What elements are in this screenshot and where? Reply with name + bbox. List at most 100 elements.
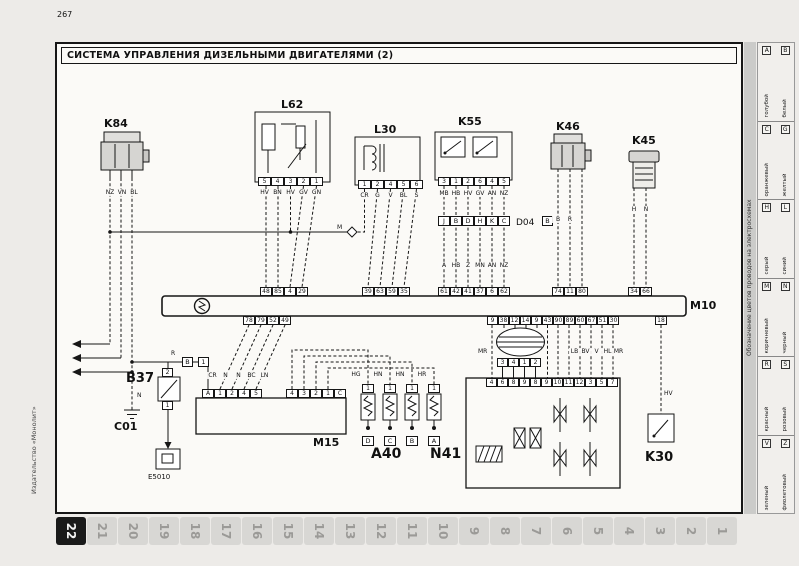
pin-number: 18 <box>655 316 667 325</box>
pin-number: 9 <box>487 316 498 325</box>
color-code: C <box>762 124 772 134</box>
pin-number: 2 <box>297 177 310 186</box>
color-name: голубой <box>763 94 770 118</box>
color-code: L <box>780 203 790 212</box>
pin-number: 74 <box>552 287 564 296</box>
wire-color-label: B <box>552 216 564 223</box>
pin-number: 1 <box>406 384 418 393</box>
pin-number: 4 <box>508 358 519 367</box>
pin-number: 6 <box>486 287 498 296</box>
wire-color-label: AN <box>486 190 498 197</box>
connector-pin: D <box>462 216 474 226</box>
connector-pin: C <box>498 216 510 226</box>
pin-number: 4 <box>486 177 498 186</box>
color-code: N <box>780 281 790 291</box>
pin-number: 6 <box>497 378 508 387</box>
pin-number: 41 <box>462 287 474 296</box>
color-name: красный <box>763 406 770 432</box>
color-name: желтый <box>782 173 789 196</box>
wire-color-label: CR <box>206 372 219 379</box>
pin-number: 1 <box>214 389 226 398</box>
pin-number: 5 <box>397 180 410 189</box>
pin-number: 10 <box>552 378 563 387</box>
wire-color-label: BN <box>271 189 284 196</box>
pin-number: 2 <box>371 180 384 189</box>
pin-number: 42 <box>450 287 462 296</box>
pin-number: 49 <box>279 316 291 325</box>
wire-color-label: MR <box>613 348 624 355</box>
color-code: M <box>762 281 772 291</box>
chapter-tab: 20 <box>118 517 148 545</box>
color-code: H <box>762 203 772 212</box>
wire-color-label: N <box>219 372 232 379</box>
wire-color-label: NZ <box>498 190 510 197</box>
b37-pin-2: 2 <box>162 368 173 377</box>
label-e5010: E5010 <box>148 473 171 481</box>
pin-number: 38 <box>498 316 509 325</box>
wire-color-label: NZ <box>498 262 510 269</box>
color-code: Z <box>780 438 790 448</box>
connector-pin: H <box>474 216 486 226</box>
label-k55: K55 <box>458 115 482 128</box>
chapter-tab: 11 <box>397 517 427 545</box>
pin-number: 48 <box>260 287 272 296</box>
wire-color-label: HN <box>372 371 384 378</box>
wire-color-label: VN <box>116 189 128 196</box>
label-k30: K30 <box>645 450 674 465</box>
pin-number: 4 <box>384 180 397 189</box>
pin-number: 34 <box>628 287 640 296</box>
label-d04: D04 <box>516 218 535 228</box>
c01-wire-label: N <box>136 392 143 399</box>
pin-number: 4 <box>271 177 284 186</box>
chapter-tab: 4 <box>614 517 644 545</box>
pin-number: 3 <box>497 358 508 367</box>
wire-color-label: N <box>232 372 245 379</box>
wire-color-label: G <box>371 192 384 199</box>
b37-pin-1: 1 <box>162 401 173 410</box>
wire-color-label: HL <box>602 348 613 355</box>
label-m10: M10 <box>690 299 717 312</box>
label-l30: L30 <box>374 123 397 136</box>
pin-number: 35 <box>398 287 410 296</box>
wire-color-label: AN <box>486 262 498 269</box>
chapter-tab: 12 <box>366 517 396 545</box>
pin-number: 59 <box>386 287 398 296</box>
b37-wire-label: R <box>170 350 177 357</box>
socket-letter: C <box>384 436 396 446</box>
label-m15: M15 <box>313 436 340 449</box>
color-name: зеленый <box>763 485 770 510</box>
pin-number: 11 <box>563 378 574 387</box>
wire-color-label: HV <box>258 189 271 196</box>
color-code: V <box>762 438 772 448</box>
b37-marker-1: 1 <box>198 357 209 367</box>
pin-number: 90 <box>553 316 564 325</box>
wire-color-label: LN <box>258 372 271 379</box>
wire-color-label: N <box>640 206 652 213</box>
pin-number: 5 <box>596 378 607 387</box>
pin-number: 80 <box>576 287 588 296</box>
label-l62: L62 <box>281 98 304 111</box>
chapter-tab: 8 <box>490 517 520 545</box>
label-k84: K84 <box>104 117 128 130</box>
chapter-tab: 19 <box>149 517 179 545</box>
pin-number: 4 <box>286 389 298 398</box>
pin-number: 52 <box>267 316 279 325</box>
pin-number: 11 <box>564 287 576 296</box>
pin-number: 9 <box>541 378 552 387</box>
chapter-tab: 14 <box>304 517 334 545</box>
pin-number: 60 <box>575 316 586 325</box>
